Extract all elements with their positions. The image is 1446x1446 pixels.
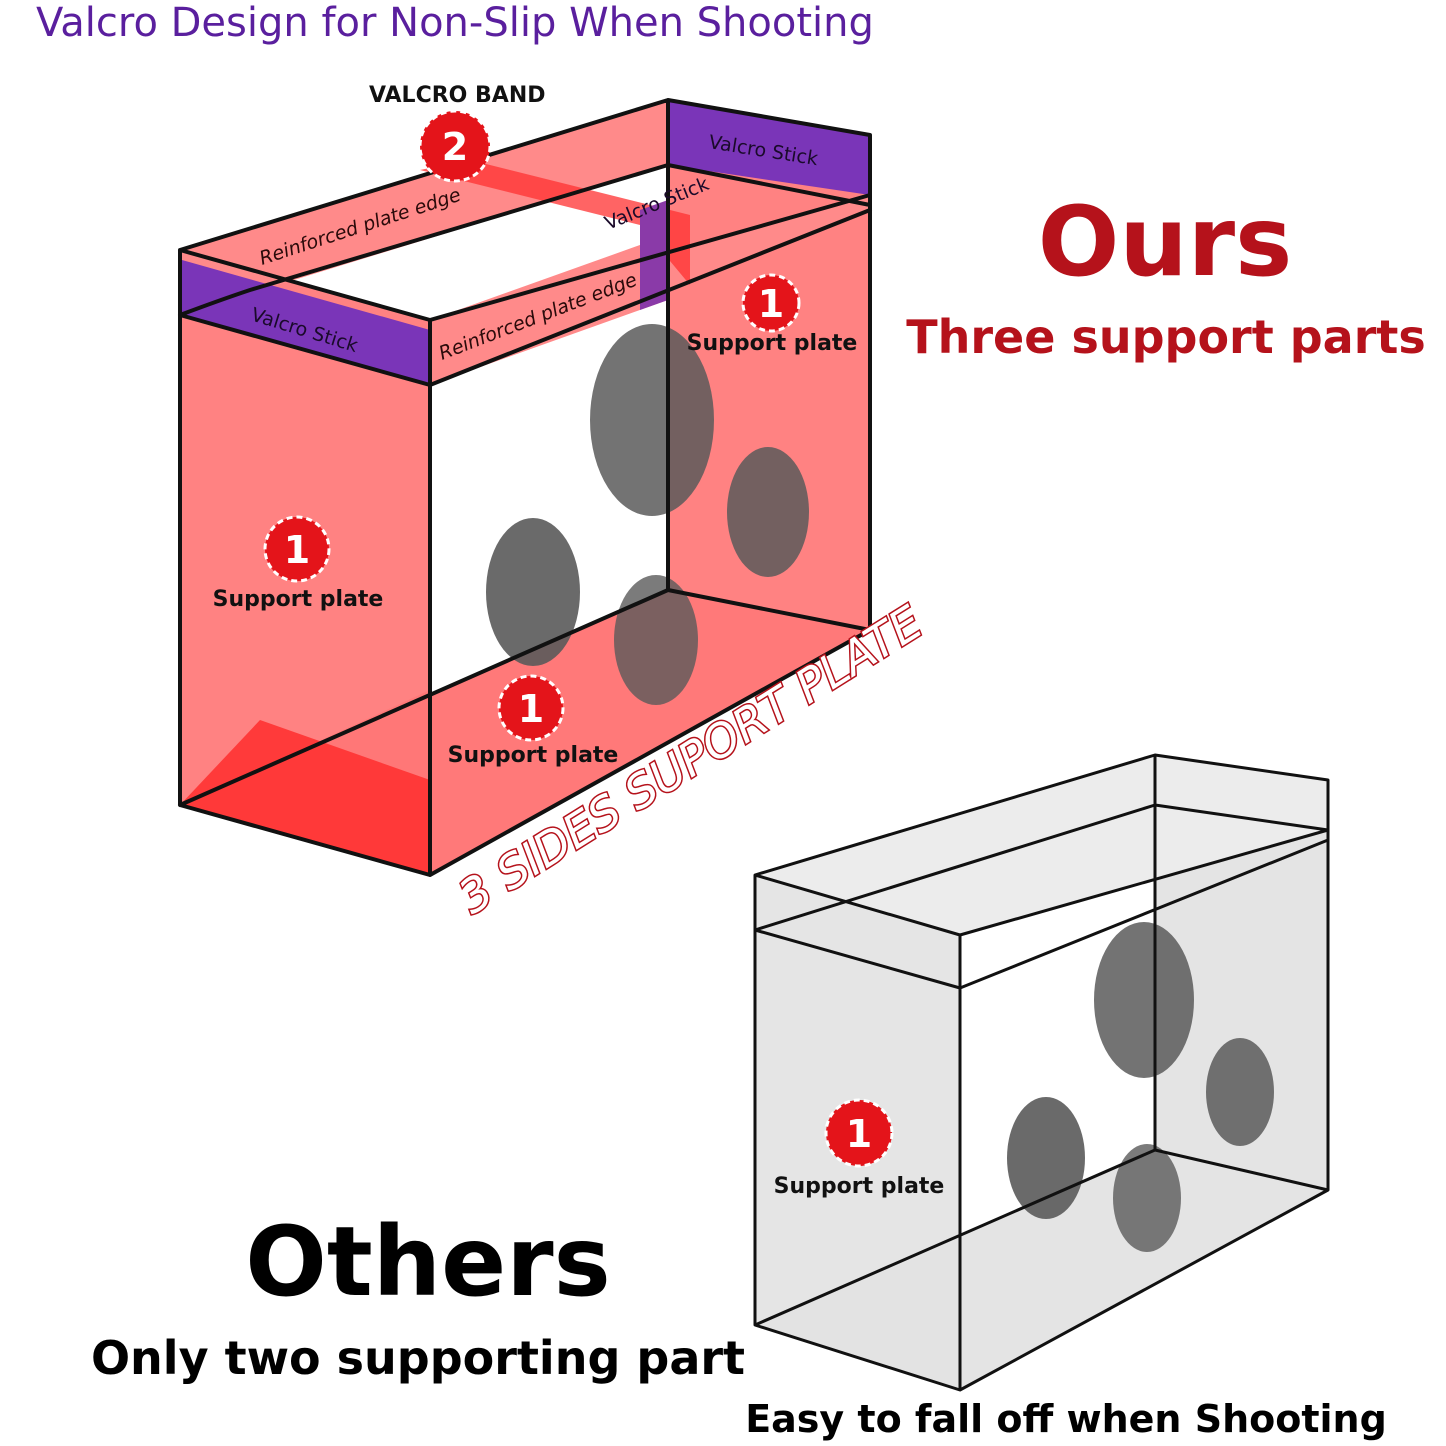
support-plate-badge-left: 1 — [263, 515, 331, 583]
page-title: Valcro Design for Non-Slip When Shooting — [36, 0, 874, 46]
valcro-band-label: VALCRO BAND — [369, 83, 546, 108]
ours-heading: Ours — [1038, 186, 1292, 298]
svg-text:1: 1 — [846, 1112, 872, 1156]
support-plate-badge-bottom: 1 — [497, 674, 565, 742]
others-subheading: Only two supporting part — [91, 1331, 745, 1385]
support-plate-label: Support plate — [448, 743, 619, 768]
ours-box-diagram: Reinforced plate edge Reinforced plate e… — [178, 83, 933, 926]
target-circle — [590, 324, 714, 516]
target-circle — [614, 575, 698, 705]
svg-text:2: 2 — [442, 125, 468, 169]
svg-text:1: 1 — [284, 528, 310, 572]
target-circle — [1007, 1097, 1085, 1219]
target-circle — [1206, 1038, 1274, 1146]
others-support-plate-label: Support plate — [774, 1174, 945, 1199]
target-circle — [1094, 922, 1194, 1078]
ours-outline — [178, 98, 872, 877]
ours-left-plate-shade — [180, 720, 430, 875]
reinforced-edge-back — [180, 100, 668, 315]
ours-subheading: Three support parts — [906, 310, 1426, 364]
reinforced-edge-front-fill — [430, 235, 668, 385]
svg-text:1: 1 — [518, 687, 544, 731]
target-circle — [1113, 1144, 1181, 1252]
others-support-plate-badge: 1 — [824, 1098, 894, 1168]
svg-text:1: 1 — [758, 282, 784, 326]
support-plate-badge-right: 1 — [741, 273, 801, 333]
others-rim — [755, 755, 1328, 935]
target-circle — [727, 447, 809, 577]
support-plate-label: Support plate — [687, 331, 858, 356]
others-box-diagram: 1 Support plate — [753, 753, 1330, 1392]
others-caption: Easy to fall off when Shooting — [745, 1397, 1387, 1441]
ours-right-plate — [668, 100, 870, 630]
band-number-badge: 2 — [418, 109, 492, 183]
others-heading: Others — [245, 1206, 610, 1318]
valcro-stick-right — [668, 100, 870, 195]
target-circle — [486, 518, 580, 666]
support-plate-label: Support plate — [213, 587, 384, 612]
others-outline — [753, 753, 1330, 1392]
